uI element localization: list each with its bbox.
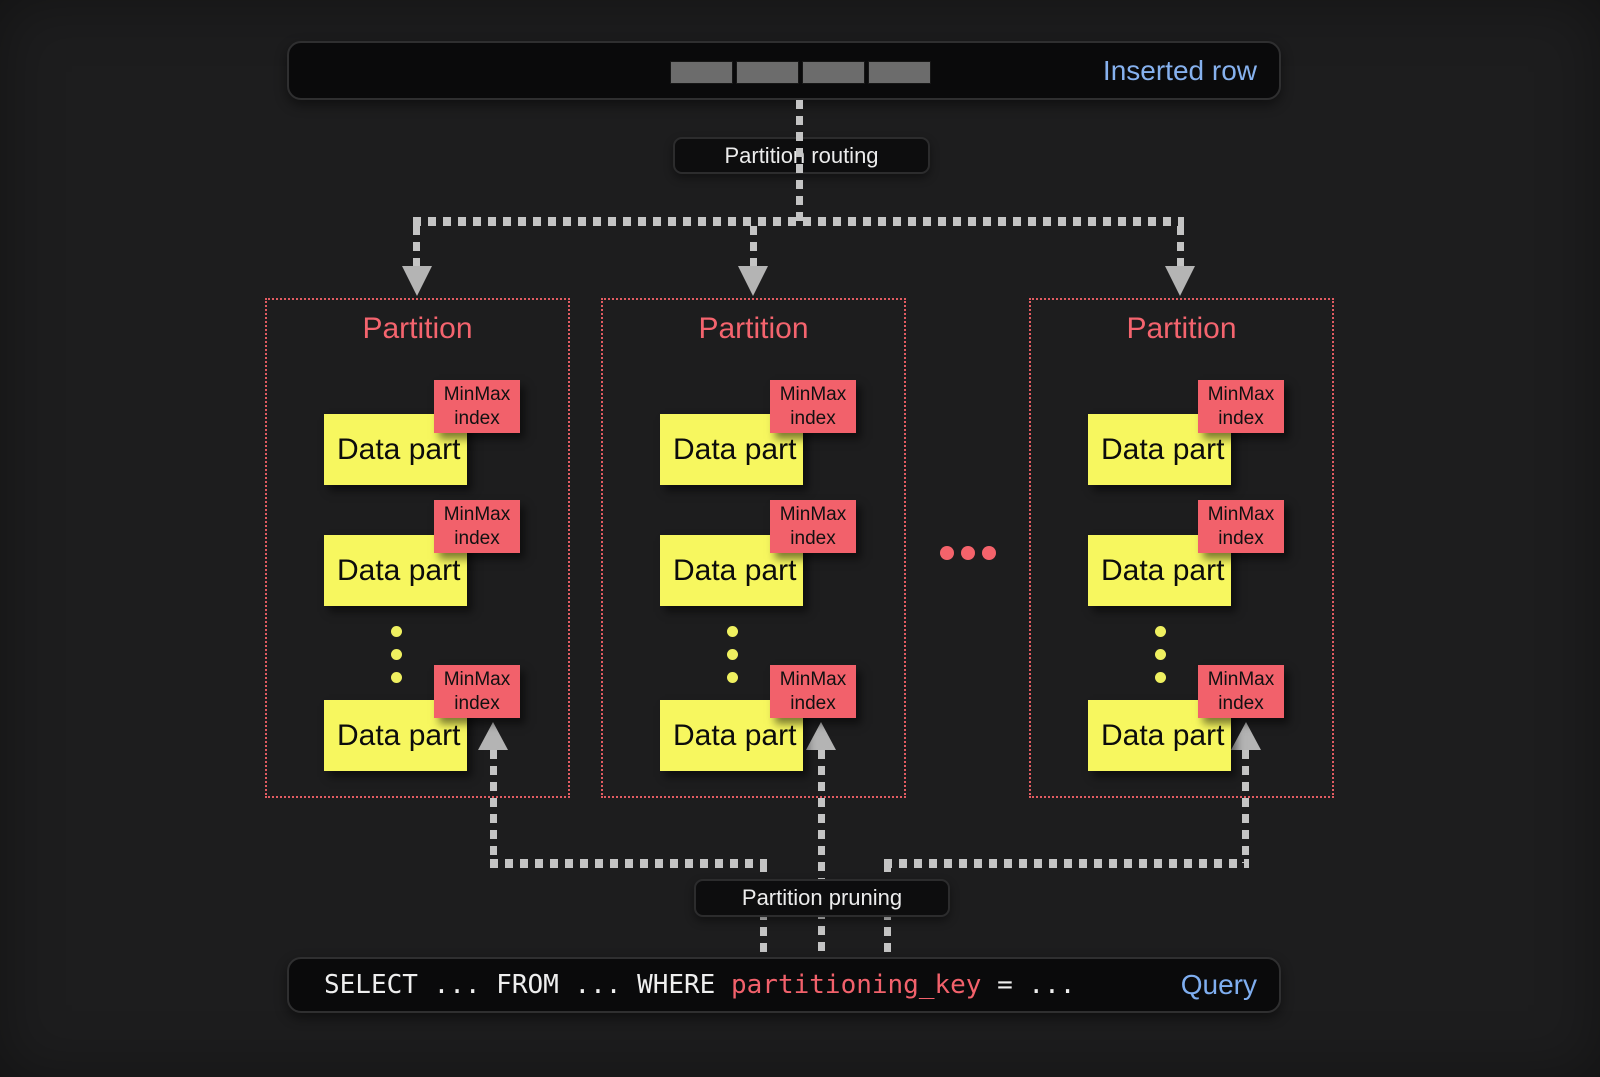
more-parts-dots (727, 626, 738, 683)
dot (1155, 649, 1166, 660)
routing-center-line (796, 100, 803, 226)
partition-box-3: Partition MinMax index Data part MinMax … (1029, 298, 1334, 798)
sql-prefix: SELECT ... FROM ... WHERE (324, 970, 731, 1000)
partition-pruning-label: Partition pruning (694, 879, 950, 917)
data-part-box: Data part (1088, 700, 1231, 771)
pruning-rise-line-3 (1242, 750, 1249, 863)
data-part-box: Data part (660, 414, 803, 485)
routing-drop-line-1 (413, 226, 420, 266)
more-parts-dots (391, 626, 402, 683)
routing-drop-line-3 (1177, 226, 1184, 266)
minmax-index-badge: MinMax index (1198, 665, 1284, 718)
dot (1155, 626, 1166, 637)
query-box: SELECT ... FROM ... WHERE partitioning_k… (287, 957, 1281, 1013)
dot (391, 672, 402, 683)
data-part-box: Data part (660, 535, 803, 606)
ellipsis-dots (940, 546, 996, 560)
minmax-index-badge: MinMax index (770, 380, 856, 433)
dot (982, 546, 996, 560)
partition-pruning-text: Partition pruning (741, 885, 903, 910)
dot (961, 546, 975, 560)
pruning-horizontal-line-right (884, 859, 1249, 868)
minmax-index-badge: MinMax index (1198, 500, 1284, 553)
dot (727, 672, 738, 683)
minmax-index-badge: MinMax index (770, 500, 856, 553)
minmax-index-badge: MinMax index (434, 500, 520, 553)
pruning-rise-line-1 (490, 750, 497, 863)
dot (391, 649, 402, 660)
minmax-index-badge: MinMax index (434, 665, 520, 718)
minmax-index-badge: MinMax index (434, 380, 520, 433)
row-cell (802, 61, 865, 84)
inserted-row-label: Inserted row (1102, 54, 1257, 86)
dot (727, 649, 738, 660)
dot (391, 626, 402, 637)
query-label: Query (1180, 969, 1257, 1000)
arrow-down-icon (1165, 266, 1195, 296)
sql-partitioning-key: partitioning_key (731, 970, 982, 1000)
dot (727, 626, 738, 637)
routing-drop-line-2 (750, 226, 757, 266)
arrow-down-icon (402, 266, 432, 296)
arrow-down-icon (738, 266, 768, 296)
sql-suffix: = ... (981, 970, 1076, 1000)
pruning-horizontal-line-left (490, 859, 767, 868)
partition-title: Partition (698, 312, 809, 345)
row-cell (868, 61, 931, 84)
pruning-rise-line-2 (818, 750, 825, 957)
sql-statement: SELECT ... FROM ... WHERE partitioning_k… (324, 970, 1075, 1000)
row-cell (670, 61, 733, 84)
inserted-row-box: Inserted row (287, 41, 1281, 100)
row-cell (736, 61, 799, 84)
dot (940, 546, 954, 560)
arrow-up-icon (478, 722, 508, 750)
arrow-up-icon (806, 722, 836, 750)
partition-title: Partition (1126, 312, 1237, 345)
dot (1155, 672, 1166, 683)
minmax-index-badge: MinMax index (1198, 380, 1284, 433)
arrow-up-icon (1231, 722, 1261, 750)
minmax-index-badge: MinMax index (770, 665, 856, 718)
partition-title: Partition (362, 312, 473, 345)
inserted-row-cells (670, 61, 931, 84)
partition-box-1: Partition MinMax index Data part MinMax … (265, 298, 570, 798)
partition-box-2: Partition MinMax index Data part MinMax … (601, 298, 906, 798)
more-parts-dots (1155, 626, 1166, 683)
